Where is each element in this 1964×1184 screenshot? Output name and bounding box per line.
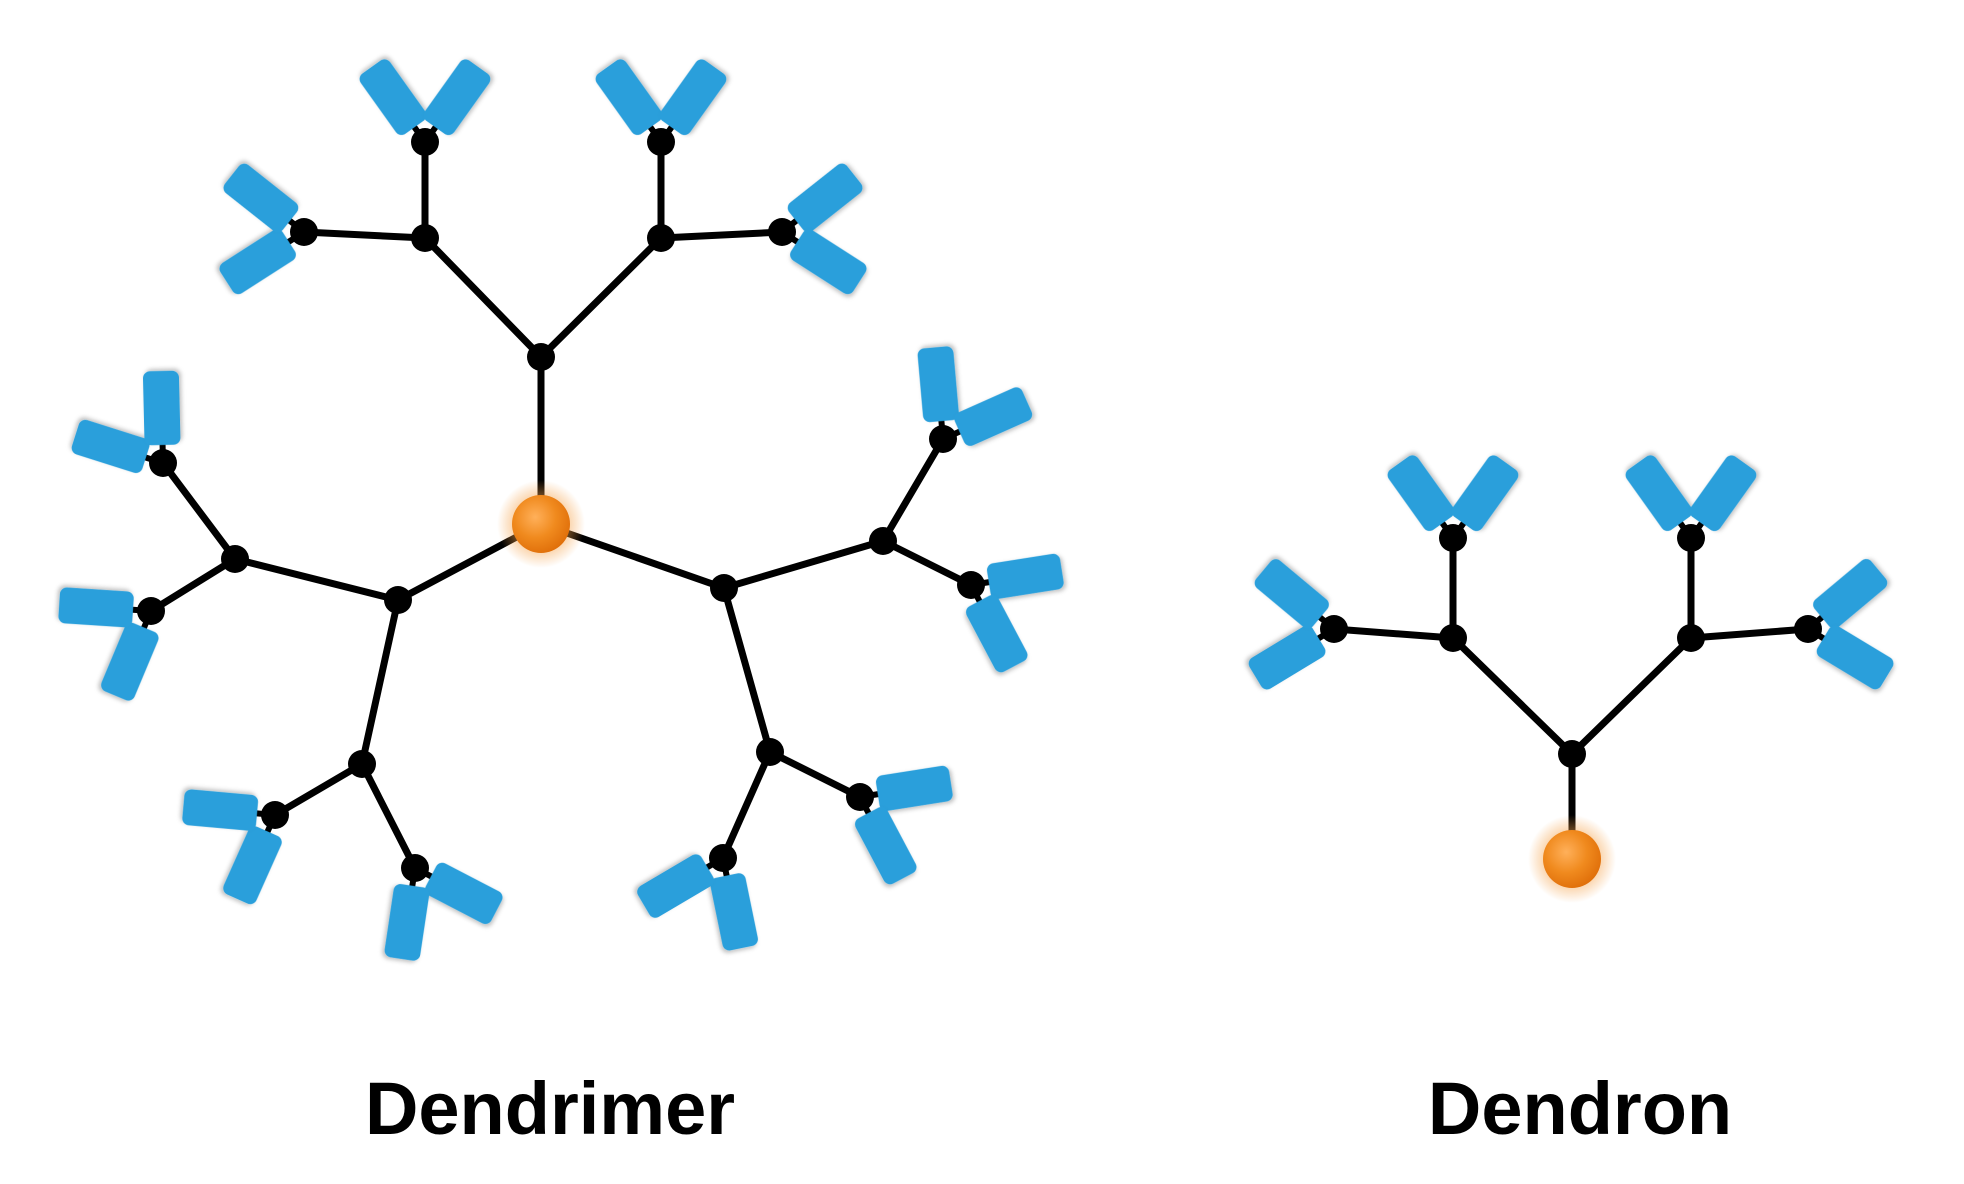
- terminal-group-layer: [58, 59, 1064, 961]
- terminal-group: [143, 370, 181, 446]
- bond: [657, 228, 786, 242]
- branch-point: [1320, 615, 1348, 643]
- branch-point: [709, 844, 737, 872]
- branch-point: [710, 574, 738, 602]
- branch-point: [348, 750, 376, 778]
- bond: [421, 234, 545, 361]
- terminal-group: [1625, 455, 1693, 531]
- terminal-group: [710, 873, 758, 951]
- branch-point: [1558, 740, 1586, 768]
- terminal-group: [790, 229, 867, 295]
- bond: [159, 459, 239, 563]
- terminal-group: [1689, 455, 1757, 532]
- branch-point: [261, 801, 289, 829]
- bond: [231, 555, 402, 604]
- terminal-group: [1813, 559, 1888, 629]
- dendrimer-label: Dendrimer: [364, 1067, 736, 1150]
- bond: [720, 537, 887, 592]
- branch-point-layer: [137, 128, 985, 882]
- dendrimer-core: [512, 495, 570, 553]
- bond: [766, 748, 864, 801]
- branch-point: [929, 425, 957, 453]
- terminal-group: [917, 346, 959, 423]
- terminal-group: [58, 587, 134, 628]
- bond: [1330, 625, 1457, 642]
- branch-point: [1677, 624, 1705, 652]
- bond: [1449, 634, 1576, 758]
- terminal-group: [1451, 455, 1519, 532]
- bond: [300, 228, 429, 242]
- branch-point: [768, 218, 796, 246]
- terminal-group: [384, 884, 430, 961]
- bond: [537, 234, 665, 361]
- bond: [147, 555, 239, 615]
- branch-point: [1677, 524, 1705, 552]
- bond: [719, 748, 774, 862]
- branch-point: [957, 571, 985, 599]
- branch-point: [384, 586, 412, 614]
- branch-point: [647, 128, 675, 156]
- bond: [358, 760, 419, 872]
- terminal-group: [223, 826, 282, 905]
- branch-point: [137, 597, 165, 625]
- bond: [879, 537, 975, 589]
- branch-point: [756, 738, 784, 766]
- branch-point: [221, 545, 249, 573]
- dendron-label: Dendron: [1427, 1067, 1733, 1150]
- terminal-group: [101, 622, 159, 701]
- terminal-group: [965, 594, 1028, 673]
- bond: [1687, 625, 1812, 642]
- terminal-group: [595, 59, 663, 135]
- terminal-group: [854, 806, 917, 885]
- dendron-focal-core: [1543, 830, 1601, 888]
- branch-point: [846, 783, 874, 811]
- branch-point-layer: [1320, 524, 1822, 768]
- terminal-group: [659, 59, 727, 136]
- branch-point: [1439, 524, 1467, 552]
- bond: [358, 596, 402, 768]
- core-layer: [1528, 815, 1616, 903]
- dendron-structure: [1248, 455, 1894, 903]
- bond: [879, 435, 947, 545]
- terminal-group: [1248, 625, 1326, 690]
- branch-point: [869, 527, 897, 555]
- terminal-group: [219, 229, 296, 295]
- terminal-group: [1816, 625, 1894, 690]
- bond: [1568, 634, 1695, 758]
- branch-point: [411, 128, 439, 156]
- terminal-group: [637, 854, 715, 918]
- terminal-group: [1254, 559, 1329, 629]
- branch-point: [1794, 615, 1822, 643]
- bond: [271, 760, 366, 819]
- terminal-group: [359, 59, 427, 135]
- terminal-group-layer: [1248, 455, 1894, 690]
- terminal-group: [875, 765, 953, 811]
- branch-point: [527, 343, 555, 371]
- branch-point: [290, 218, 318, 246]
- terminal-group: [182, 789, 259, 831]
- terminal-group: [787, 163, 863, 233]
- terminal-group: [71, 419, 150, 474]
- core-layer: [497, 480, 585, 568]
- branch-point: [401, 854, 429, 882]
- branch-point: [647, 224, 675, 252]
- terminal-group: [954, 387, 1033, 446]
- branch-point: [1439, 624, 1467, 652]
- terminal-group: [223, 163, 299, 233]
- bond-layer: [1310, 515, 1832, 863]
- branch-point: [411, 224, 439, 252]
- terminal-group: [423, 59, 491, 136]
- terminal-group: [986, 553, 1064, 599]
- terminal-group: [425, 862, 503, 924]
- terminal-group: [1387, 455, 1455, 531]
- bond: [720, 584, 774, 756]
- branch-point: [149, 449, 177, 477]
- dendrimer-structure: [58, 59, 1064, 961]
